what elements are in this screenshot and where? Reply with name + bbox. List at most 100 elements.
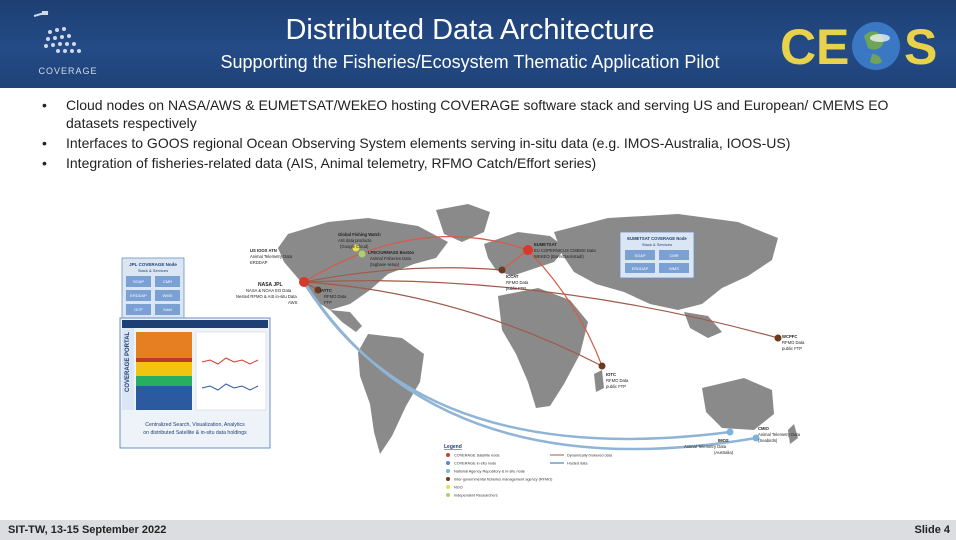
slide-header: COVERAGE Distributed Data Architecture S… <box>0 0 956 88</box>
label-eum-sub1: EU COPERNICUS CMEMS Data <box>534 248 596 253</box>
jpl-node-box: JPL COVERAGE Node Stack & Services SOAP … <box>121 257 185 327</box>
greenland <box>436 204 490 242</box>
legend-item: COVERAGE Satellite node <box>454 454 500 458</box>
label-gfw-sub: AIS data products <box>338 238 371 243</box>
slide-title: Distributed Data Architecture <box>285 14 655 46</box>
bullet-item: •Interfaces to GOOS regional Ocean Obser… <box>42 135 791 151</box>
label-eumetsat: EUMETSAT <box>534 242 557 247</box>
label-ioos-sub2: ERDDAP <box>250 260 268 265</box>
label-iotc-sub2: public FTP <box>606 384 626 389</box>
central-america <box>330 310 362 332</box>
label-ioos-sub: Animal Telemetry Data <box>250 254 293 259</box>
legend-marker <box>446 485 450 489</box>
bullet-text: Interfaces to GOOS regional Ocean Observ… <box>66 135 791 151</box>
new-zealand <box>788 424 798 444</box>
jpl-node-title: JPL COVERAGE Node <box>129 262 177 267</box>
slide-subtitle: Supporting the Fisheries/Ecosystem Thema… <box>220 52 720 72</box>
label-gfw-sub2: (Google Cloud) <box>340 244 369 249</box>
label-iattc-sub1: RFMO Data <box>324 294 347 299</box>
label-eum-sub2: WEKEO (Bonn/Darmstadt) <box>534 254 584 259</box>
jpl-node-sub: Stack & Services <box>138 268 168 273</box>
label-gfw: Global Fishing Watch <box>338 232 381 237</box>
legend-line-label: Dynamically brokered data <box>567 454 613 458</box>
line-nasa-cmio <box>302 281 757 451</box>
label-iattc: IATTC <box>320 288 332 293</box>
ceos-logo-e: E <box>816 19 849 75</box>
legend-line-label: Hosted data <box>567 462 588 466</box>
marker-lpec <box>358 250 366 258</box>
jpl-cell: CMR <box>163 279 172 284</box>
legend-item: Independent Researchers <box>454 494 498 498</box>
eum-cell: WMS <box>669 266 679 271</box>
portal-caption-1: Centralized Search, Visualization, Analy… <box>145 422 245 428</box>
label-wcpfc-sub1: RFMO Data <box>782 340 805 345</box>
eum-cell: CMR <box>669 253 678 258</box>
portal-plots <box>195 331 267 411</box>
label-ioos: US IOOS ATN <box>250 248 277 253</box>
jpl-cell: SOAP <box>133 279 144 284</box>
coverage-logo-label: COVERAGE <box>38 66 98 76</box>
label-cmio-sub1: Animal Telemetry Data <box>758 432 801 437</box>
legend-marker <box>446 477 450 481</box>
legend-marker <box>446 469 450 473</box>
legend-item: COVERAGE in-situ node <box>454 462 496 466</box>
label-wcpfc: WCPFC <box>782 334 797 339</box>
portal-side-label: COVERAGE PORTAL <box>125 331 131 392</box>
legend-item: Inter-governmental fisheries management … <box>454 478 553 482</box>
label-nasa-sub1: NASA & NOAA EO Data <box>246 288 292 293</box>
label-imos-sub2: (Australia) <box>714 450 734 455</box>
ceos-logo-c: C <box>780 19 816 75</box>
marker-gfw <box>352 244 360 252</box>
portal-caption-2: on distributed Satellite & in-situ data … <box>143 430 247 436</box>
line-nasa-iotc <box>303 281 603 367</box>
ceos-logo-s: S <box>904 19 937 75</box>
label-nasa-sub2: Nested RFMO & AIS in-situ Data <box>236 294 297 299</box>
footer-event: SIT-TW, 13-15 September 2022 <box>8 524 167 536</box>
legend-marker <box>446 461 450 465</box>
label-lpec-sub2: (tagbase setup) <box>370 262 400 267</box>
legend-marker <box>446 493 450 497</box>
jpl-cell: OCP <box>134 307 143 312</box>
line-nasa-wcpfc <box>303 280 779 339</box>
southeast-asia <box>684 312 722 338</box>
legend-title: Legend <box>444 444 462 450</box>
bullet-item: •Integration of fisheries-related data (… <box>42 155 597 171</box>
eum-cell: ERDDAP <box>632 266 649 271</box>
hosted-data-lines <box>302 281 757 451</box>
coverage-portal-panel: COVERAGE PORTAL Centralized Search, Visu… <box>119 317 271 449</box>
australia <box>702 378 774 430</box>
map-legend: Legend COVERAGE Satellite node COVERAGE … <box>444 444 613 498</box>
label-cmio-sub2: (Seabirds) <box>758 438 778 443</box>
legend-item: NGO <box>454 486 463 490</box>
legend-item: National Agency Repository & in-situ nod… <box>454 470 525 474</box>
label-lpec-sub: Animal Fisheries Data <box>370 256 412 261</box>
slide-footer: SIT-TW, 13-15 September 2022 Slide 4 <box>0 520 956 540</box>
eumetsat-node-box: EUMETSAT COVERAGE Node Stack & Services … <box>619 231 695 279</box>
bullet-text: Cloud nodes on NASA/AWS & EUMETSAT/WEkEO… <box>66 97 889 131</box>
madagascar <box>594 370 604 392</box>
label-imos-sub1: Animal Telemetry Data <box>684 444 727 449</box>
line-eumetsat-iotc <box>527 249 603 367</box>
jpl-cell: ERDDAP <box>130 293 147 298</box>
marker-nasa-jpl <box>299 277 309 287</box>
eum-cell: SOAP <box>634 253 645 258</box>
marker-iattc <box>314 286 322 294</box>
label-iotc: IOTC <box>606 372 616 377</box>
location-labels: US IOOS ATN Animal Telemetry Data ERDDAP… <box>236 232 805 455</box>
label-lpec: LPEC/URMASS Boston <box>368 250 415 255</box>
label-iccat-sub1: RFMO Data <box>506 280 529 285</box>
satellite-icon <box>33 11 81 53</box>
jpl-cell: SAM <box>163 307 172 312</box>
label-cmio: CMIO <box>758 426 770 431</box>
label-imos: IMOS <box>718 438 729 443</box>
marker-wcpfc <box>774 334 782 342</box>
bullet-text: Integration of fisheries-related data (A… <box>66 155 597 171</box>
label-iccat-sub2: public FTP <box>506 286 526 291</box>
marker-imos <box>726 428 734 436</box>
jpl-cell: WMS <box>163 293 173 298</box>
bullet-item: •Cloud nodes on NASA/AWS & EUMETSAT/WEkE… <box>42 97 889 131</box>
label-iccat: ICCAT <box>506 274 519 279</box>
eum-node-title: EUMETSAT COVERAGE Node <box>627 236 687 241</box>
line-nasa-iccat <box>303 267 503 283</box>
footer-slide-number: Slide 4 <box>914 524 950 536</box>
